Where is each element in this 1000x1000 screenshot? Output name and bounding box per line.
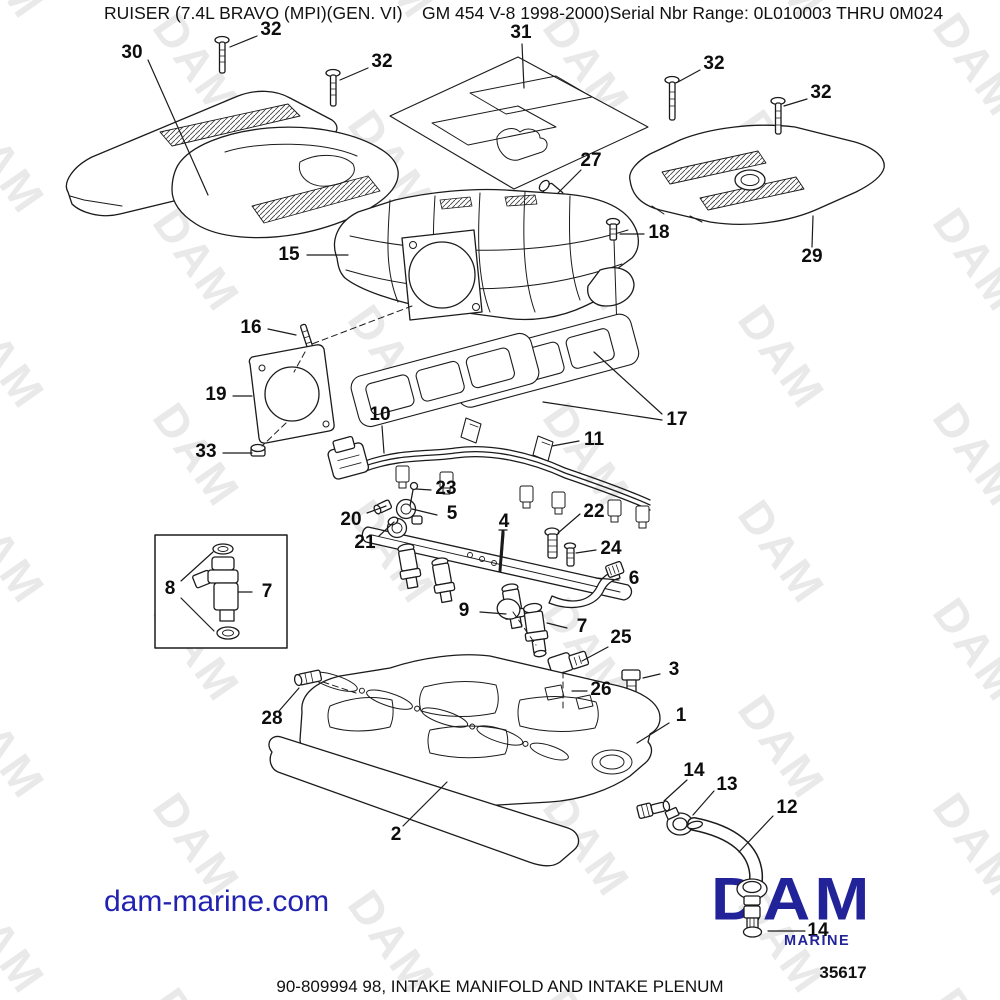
part-label-29: 29 (801, 246, 823, 267)
part-14-fitting (636, 800, 671, 819)
part-label-15: 15 (278, 244, 300, 265)
part-label-17: 17 (666, 409, 688, 430)
part-label-28: 28 (261, 708, 283, 729)
part-label-12: 12 (776, 797, 798, 818)
part-label-21: 21 (354, 532, 376, 553)
part-label-14: 14 (683, 760, 705, 781)
part-label-27: 27 (580, 150, 602, 171)
part-22-bolt (544, 527, 560, 559)
part-label-5: 5 (446, 503, 458, 524)
figure-number: 35617 (819, 963, 867, 982)
part-11-clips (460, 417, 554, 462)
part-13-clamp (664, 806, 694, 836)
part-23-screw (409, 481, 419, 507)
part-label-32: 32 (260, 19, 282, 40)
part-30-engine-cover (65, 90, 399, 239)
dam-logo: DAM (711, 864, 874, 933)
part-6-fuel-line (548, 560, 625, 609)
part-label-9: 9 (458, 600, 470, 621)
part-label-26: 26 (590, 679, 612, 700)
part-10-harness (327, 417, 651, 529)
part-31-decal-sheet (389, 56, 649, 190)
part-15-intake-plenum (333, 188, 640, 331)
part-label-11: 11 (583, 429, 605, 450)
part-label-20: 20 (340, 509, 362, 530)
part-24-bolt (563, 542, 577, 567)
injector-inset-box (154, 534, 288, 649)
part-label-10: 10 (369, 404, 391, 425)
part-label-6: 6 (628, 568, 640, 589)
part-label-8: 8 (164, 578, 176, 599)
part-28-fitting (293, 669, 323, 687)
part-label-4: 4 (498, 511, 510, 532)
part-32-screws (214, 35, 786, 135)
part-29-engine-cover (629, 124, 885, 225)
part-4-fuel-rail-assembly (361, 481, 633, 658)
part-label-30: 30 (121, 42, 143, 63)
part-33-nut (250, 443, 266, 457)
part-4-pin (498, 529, 508, 573)
dashed-reference-lines (261, 305, 564, 709)
part-14-logo-fitting (736, 878, 768, 938)
part-label-22: 22 (583, 501, 605, 522)
part-label-1: 1 (675, 705, 687, 726)
part-label-14: 14 (807, 920, 829, 941)
page-title: RUISER (7.4L BRAVO (MPI)(GEN. VI) GM 454… (104, 3, 944, 23)
part-label-3: 3 (668, 659, 680, 680)
part-label-33: 33 (195, 441, 217, 462)
part-7-injectors (397, 543, 549, 658)
part-label-32: 32 (371, 51, 393, 72)
part-label-7: 7 (576, 616, 588, 637)
part-2-manifold-gasket (268, 671, 580, 867)
dam-logo-subtext: MARINE (784, 933, 851, 949)
part-label-32: 32 (703, 53, 725, 74)
leader-lines (147, 35, 814, 932)
part-label-16: 16 (240, 317, 262, 338)
part-label-2: 2 (390, 824, 402, 845)
part-label-7: 7 (261, 581, 273, 602)
part-19-throttle-gasket (248, 344, 335, 444)
part-17-gaskets (350, 313, 640, 428)
part-label-32: 32 (810, 82, 832, 103)
part-21-oring (387, 516, 399, 526)
part-label-31: 31 (510, 22, 532, 43)
part-label-13: 13 (716, 774, 738, 795)
part-label-19: 19 (205, 384, 227, 405)
part-label-18: 18 (648, 222, 670, 243)
footer-caption: 90-809994 98, INTAKE MANIFOLD AND INTAKE… (276, 977, 724, 996)
part-25-map-sensor (547, 650, 590, 676)
part-18-bolt (605, 217, 621, 241)
website-link[interactable]: dam-marine.com (104, 885, 330, 918)
part-label-25: 25 (610, 627, 632, 648)
part-label-24: 24 (600, 538, 622, 559)
part-label-23: 23 (435, 478, 457, 499)
